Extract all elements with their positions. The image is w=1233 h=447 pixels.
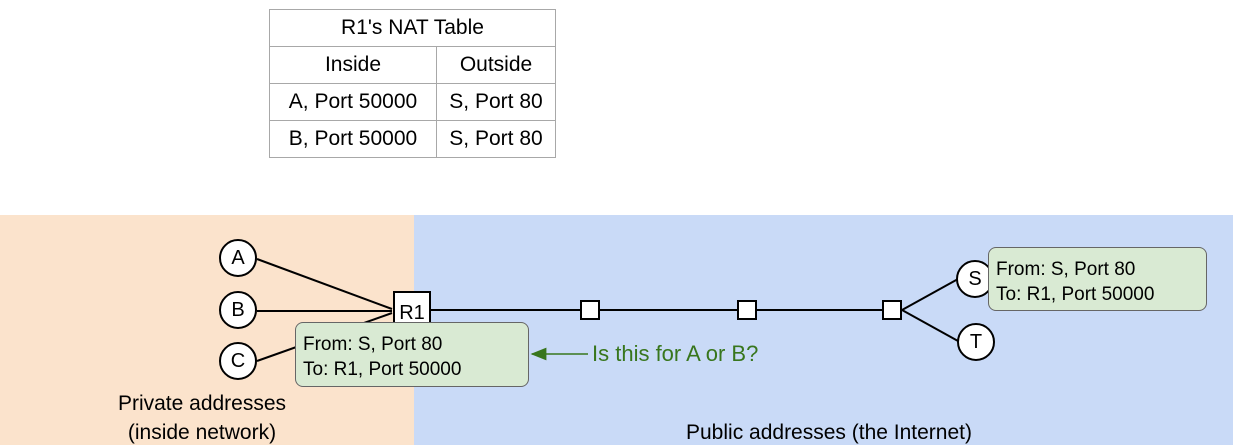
private-region-label-line1: Private addresses <box>117 392 287 415</box>
nat-table: R1's NAT Table Inside Outside A, Port 50… <box>269 9 556 158</box>
server-t: T <box>957 323 995 361</box>
packet-outside-to: To: R1, Port 50000 <box>996 284 1155 305</box>
link-hop-s <box>901 278 959 311</box>
host-c: C <box>219 342 257 380</box>
nat-table-header-inside: Inside <box>269 46 437 84</box>
packet-inside-from: From: S, Port 80 <box>303 334 443 355</box>
public-region-label: Public addresses (the Internet) <box>686 421 972 444</box>
host-a: A <box>219 239 257 277</box>
table-cell-inside: A, Port 50000 <box>269 83 437 121</box>
private-region-label-line2: (inside network) <box>127 421 277 444</box>
table-row: A, Port 50000 S, Port 80 <box>269 83 556 121</box>
question-label: Is this for A or B? <box>592 341 759 366</box>
packet-inside-to: To: R1, Port 50000 <box>303 359 462 380</box>
table-cell-outside: S, Port 80 <box>436 120 556 158</box>
internet-hop <box>580 300 600 320</box>
private-region-label: Private addresses (inside network) <box>82 389 322 447</box>
table-cell-outside: S, Port 80 <box>436 83 556 121</box>
server-s: S <box>956 260 994 298</box>
host-b: B <box>219 291 257 329</box>
packet-outside-from: From: S, Port 80 <box>996 259 1136 280</box>
nat-table-title-row: R1's NAT Table <box>269 9 556 47</box>
link-a-r1 <box>256 258 393 310</box>
table-row: B, Port 50000 S, Port 80 <box>269 120 556 158</box>
packet-inside: From: S, Port 80 To: R1, Port 50000 <box>295 322 529 387</box>
packet-outside: From: S, Port 80 To: R1, Port 50000 <box>988 247 1207 311</box>
internet-hop <box>737 300 757 320</box>
link-hop-t <box>901 309 959 342</box>
nat-table-header-row: Inside Outside <box>269 46 556 84</box>
nat-table-title: R1's NAT Table <box>269 9 556 47</box>
internet-hop <box>882 300 902 320</box>
